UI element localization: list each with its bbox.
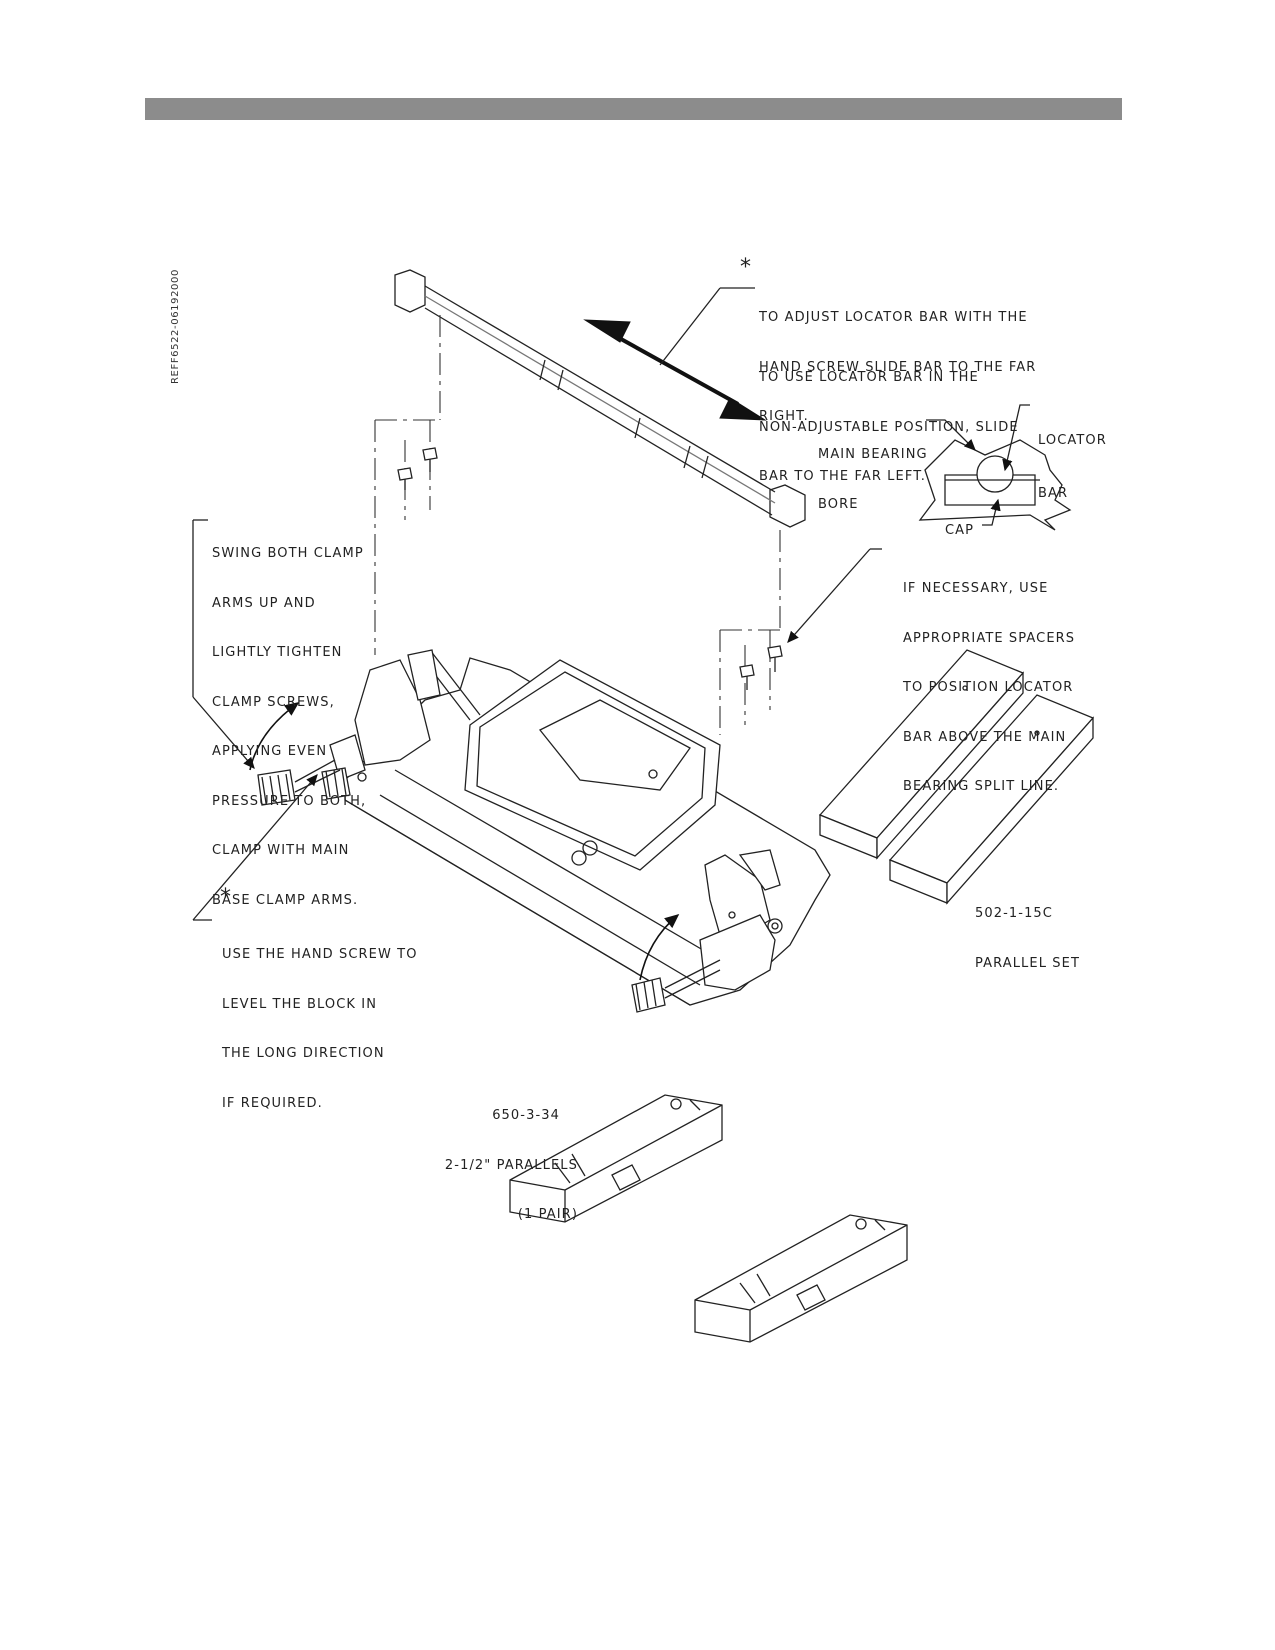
cap-label: CAP	[945, 523, 975, 538]
parallel-set	[818, 649, 1095, 905]
bearing-detail	[918, 439, 1072, 531]
parallels-label: 650-3-34 2-1/2" PARALLELS (1 PAIR)	[444, 1108, 578, 1222]
star-marker-top: *	[740, 255, 751, 280]
parallels-pair	[509, 1094, 908, 1343]
base-fixture	[344, 649, 831, 1006]
parallel-set-label: 502-1-15C PARALLEL SET	[975, 906, 1080, 971]
adjust-locator-note: TO ADJUST LOCATOR BAR WITH THE HAND SCRE…	[759, 310, 1037, 424]
header-bar	[145, 98, 1122, 120]
locator-bar-label: LOCATOR BAR	[1038, 433, 1107, 501]
slide-arrow	[583, 319, 767, 421]
hand-screw-note: USE THE HAND SCREW TO LEVEL THE BLOCK IN…	[222, 947, 418, 1111]
spacer-screws	[397, 447, 783, 690]
main-bearing-bore-label: MAIN BEARING BORE	[818, 447, 928, 512]
swing-clamp-note: SWING BOTH CLAMP ARMS UP AND LIGHTLY TIG…	[212, 546, 367, 908]
left-clamp	[257, 649, 441, 806]
non-adjustable-note: TO USE LOCATOR BAR IN THE NON-ADJUSTABLE…	[759, 370, 1019, 484]
star-marker-bottom: *	[220, 885, 231, 910]
right-clamp	[631, 849, 783, 1013]
locator-bar	[394, 269, 806, 528]
spacers-note: IF NECESSARY, USE APPROPRIATE SPACERS TO…	[903, 581, 1076, 794]
